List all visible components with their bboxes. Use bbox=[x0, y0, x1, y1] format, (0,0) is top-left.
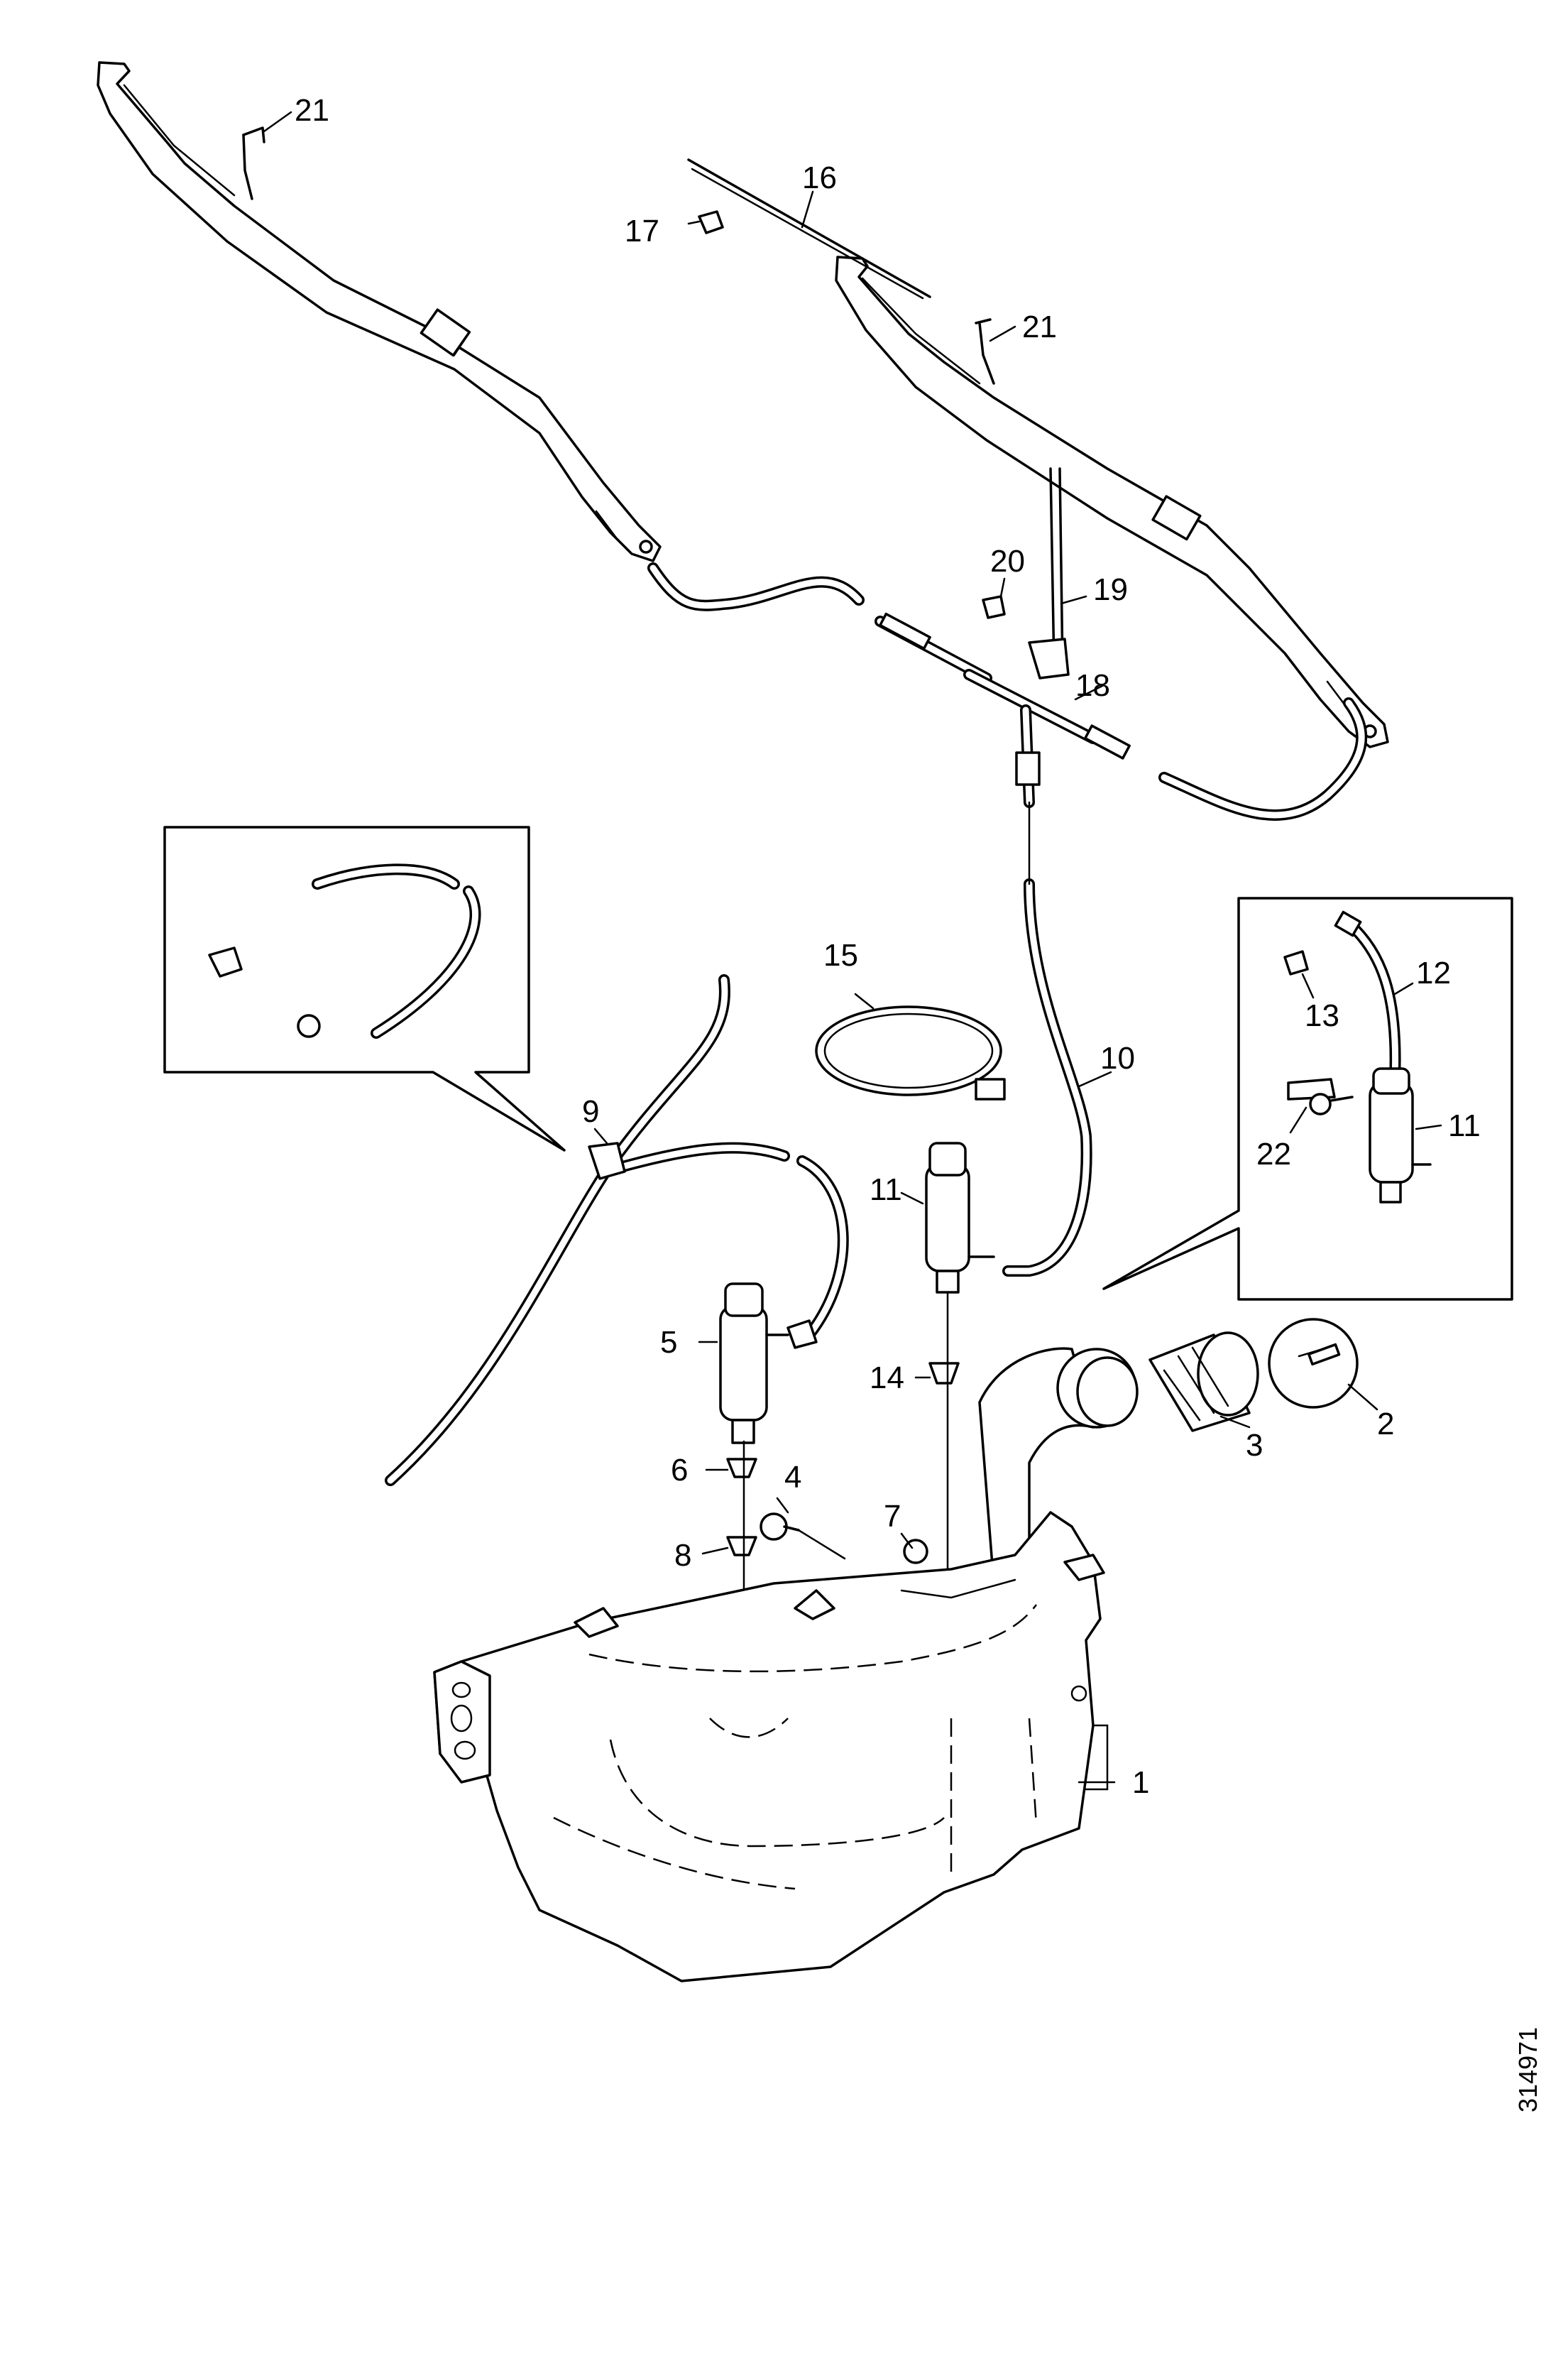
callout-11-inset: 11 bbox=[1448, 1108, 1481, 1143]
alignment-lines bbox=[742, 801, 1031, 1599]
callout-6: 6 bbox=[671, 1453, 688, 1488]
wiper-blade-strip-16 bbox=[687, 158, 931, 300]
hose-9 bbox=[385, 974, 849, 1486]
callout-4: 4 bbox=[784, 1460, 801, 1495]
callout-13: 13 bbox=[1305, 998, 1339, 1033]
inset-box-right bbox=[1102, 897, 1513, 1301]
hose-10 bbox=[1002, 878, 1092, 1277]
leader-lines bbox=[263, 111, 1442, 1784]
callout-16: 16 bbox=[802, 160, 837, 195]
filler-neck bbox=[978, 1347, 1139, 1585]
clip-17 bbox=[698, 210, 724, 234]
callout-labels: 1 2 3 4 5 6 7 8 9 10 11 11 12 13 14 15 1… bbox=[295, 93, 1481, 1800]
grommet-6 bbox=[726, 1458, 757, 1478]
washer-pump-11 bbox=[925, 1142, 995, 1294]
callout-18: 18 bbox=[1075, 668, 1110, 703]
callout-5: 5 bbox=[660, 1325, 677, 1360]
clip-20 bbox=[982, 595, 1006, 619]
filter-3 bbox=[1148, 1331, 1259, 1432]
filler-cap-2 bbox=[1268, 1318, 1359, 1409]
washer-pump-5 bbox=[719, 1282, 818, 1444]
callout-1: 1 bbox=[1132, 1765, 1149, 1800]
callout-19: 19 bbox=[1093, 572, 1128, 607]
callout-21-right: 21 bbox=[1022, 310, 1057, 344]
callout-9: 9 bbox=[582, 1094, 599, 1129]
bolt-4 bbox=[760, 1512, 800, 1541]
right-wiper-arm bbox=[835, 256, 1389, 748]
callout-15: 15 bbox=[823, 938, 858, 973]
document-number: 314971 bbox=[1513, 2027, 1542, 2112]
washer-nozzle-21-right bbox=[975, 318, 995, 385]
cable-tie-15 bbox=[815, 1005, 1006, 1101]
hose-18-t-piece bbox=[963, 669, 1131, 808]
callout-3: 3 bbox=[1246, 1428, 1263, 1463]
inset-box-left bbox=[163, 826, 566, 1152]
callout-14: 14 bbox=[870, 1360, 904, 1395]
washer-reservoir-1 bbox=[433, 1511, 1109, 1982]
callout-8: 8 bbox=[674, 1538, 691, 1573]
callout-11-center: 11 bbox=[870, 1172, 902, 1207]
callout-17: 17 bbox=[625, 214, 659, 249]
callout-10: 10 bbox=[1100, 1041, 1135, 1076]
nozzle-hose-left bbox=[647, 562, 865, 611]
callout-12: 12 bbox=[1416, 956, 1451, 991]
callout-2: 2 bbox=[1377, 1407, 1394, 1441]
callout-21-left: 21 bbox=[295, 93, 329, 128]
left-wiper-arm bbox=[97, 61, 662, 562]
hose-connector-left bbox=[875, 612, 992, 684]
callout-22: 22 bbox=[1256, 1137, 1291, 1172]
grommet-8 bbox=[726, 1536, 757, 1556]
grommet-14 bbox=[928, 1362, 960, 1385]
callout-20: 20 bbox=[990, 544, 1025, 579]
callout-7: 7 bbox=[884, 1499, 901, 1534]
hose-holder-19 bbox=[1028, 467, 1070, 680]
nozzle-hose-right bbox=[1158, 697, 1368, 821]
washer-nozzle-21-left bbox=[242, 126, 265, 200]
